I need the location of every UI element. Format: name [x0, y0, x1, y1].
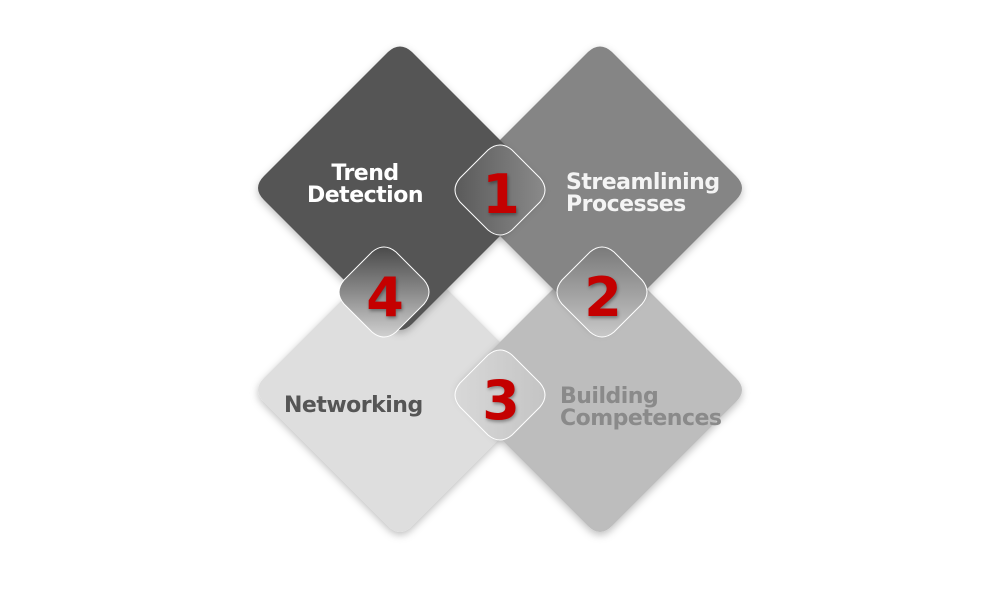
label-line: Networking	[284, 393, 423, 418]
overlap-cap-1	[454, 144, 546, 236]
overlap-cap-4	[338, 246, 430, 338]
step-number-2: 2	[584, 266, 622, 329]
diamond-streamlining-processes	[458, 46, 742, 330]
diamond-networking	[258, 248, 542, 532]
diamond-building-competences	[458, 248, 742, 532]
label-line: Streamlining	[566, 170, 720, 195]
label-line: Building	[560, 384, 659, 409]
step-number-3: 3	[482, 369, 520, 432]
overlap-cap-3	[454, 349, 546, 441]
diamond-trend-detection	[258, 46, 542, 330]
label-trend-detection: Trend Detection	[290, 163, 440, 207]
label-streamlining-processes: Streamlining Processes	[566, 172, 720, 216]
step-number-1: 1	[482, 163, 520, 226]
overlap-cap-2	[556, 246, 648, 338]
label-line: Competences	[560, 406, 722, 431]
label-building-competences: Building Competences	[560, 386, 722, 430]
step-number-4: 4	[366, 266, 404, 329]
label-line: Trend	[331, 161, 399, 186]
label-line: Processes	[566, 192, 686, 217]
label-networking: Networking	[284, 395, 423, 417]
label-line: Detection	[307, 183, 424, 208]
